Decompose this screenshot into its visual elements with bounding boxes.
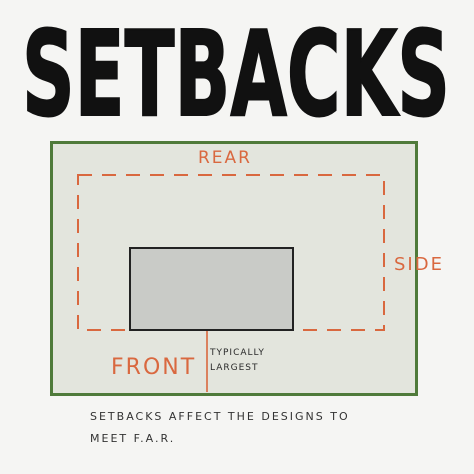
caption-text: SETBACKS AFFECT THE DESIGNS TO MEET F.A.… (90, 410, 350, 445)
front-setback-note: TYPICALLY LARGEST (210, 348, 265, 373)
page-title: SETBACKS (21, 4, 452, 144)
front-label: FRONT (111, 355, 197, 380)
rear-label: REAR (198, 148, 252, 168)
building-footprint (129, 247, 294, 331)
title-lettering: SETBACKS (21, 4, 451, 144)
side-label: SIDE (394, 254, 444, 275)
title-text: SETBACKS (22, 10, 450, 130)
